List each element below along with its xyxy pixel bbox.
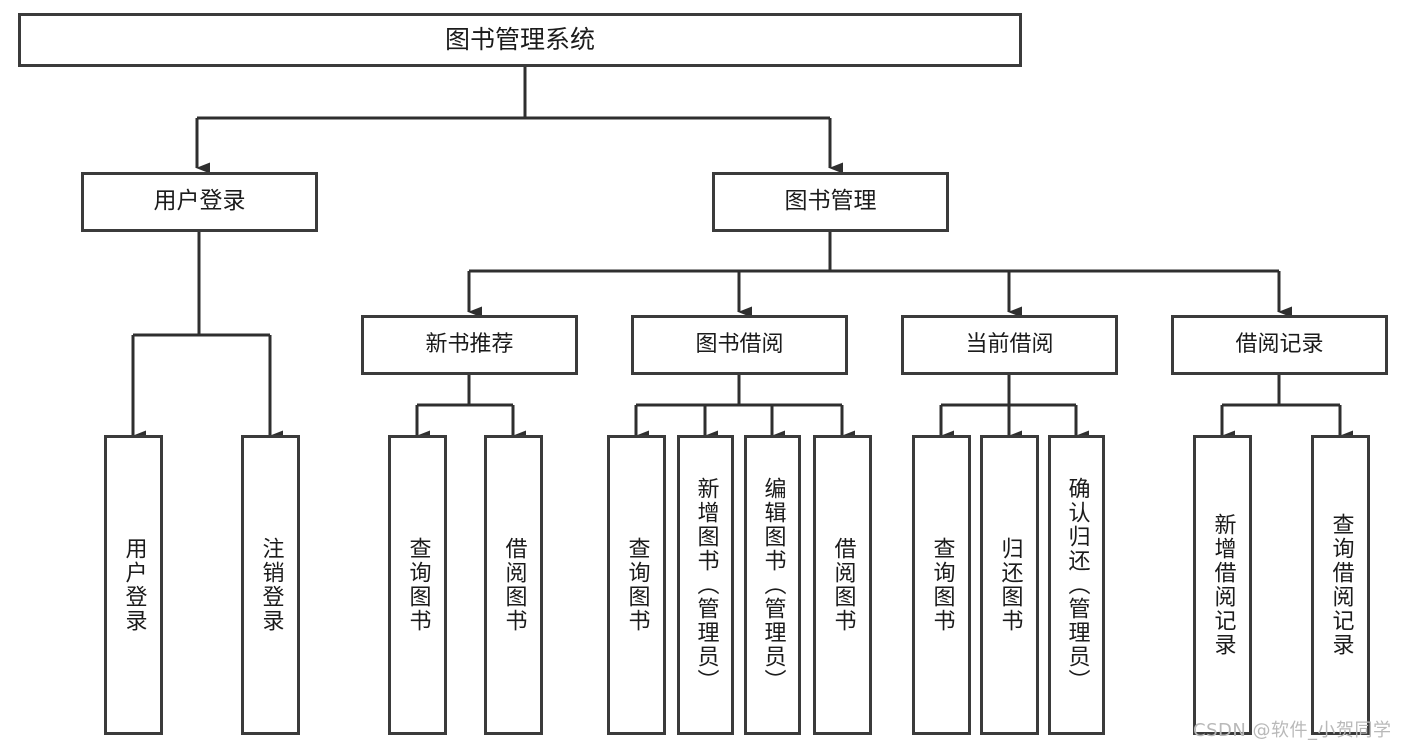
node-leaf-add-record-label: 新增借阅记录 (1210, 513, 1236, 657)
node-leaf-query-book-2-label: 查询图书 (624, 537, 650, 633)
node-leaf-add-record[interactable]: 新增借阅记录 (1193, 435, 1252, 735)
node-leaf-confirm-return-label: 确认归还（管理员） (1064, 477, 1090, 693)
node-leaf-query-book-3[interactable]: 查询图书 (912, 435, 971, 735)
node-leaf-query-record-label: 查询借阅记录 (1328, 513, 1354, 657)
node-root[interactable]: 图书管理系统 (18, 13, 1022, 67)
node-leaf-borrow-book-2[interactable]: 借阅图书 (813, 435, 872, 735)
node-leaf-query-book-1[interactable]: 查询图书 (388, 435, 447, 735)
node-leaf-return-book[interactable]: 归还图书 (980, 435, 1039, 735)
node-leaf-add-book[interactable]: 新增图书（管理员） (677, 435, 734, 735)
node-book-manage-label: 图书管理 (784, 188, 877, 215)
node-book-manage[interactable]: 图书管理 (712, 172, 949, 232)
node-book-borrow[interactable]: 图书借阅 (631, 315, 848, 375)
node-leaf-confirm-return[interactable]: 确认归还（管理员） (1048, 435, 1105, 735)
node-new-book-rec-label: 新书推荐 (425, 332, 514, 358)
node-current-borrow[interactable]: 当前借阅 (901, 315, 1118, 375)
node-leaf-query-book-3-label: 查询图书 (929, 537, 955, 633)
node-leaf-query-book-2[interactable]: 查询图书 (607, 435, 666, 735)
node-borrow-record-label: 借阅记录 (1235, 332, 1324, 358)
node-leaf-user-login[interactable]: 用户登录 (104, 435, 163, 735)
node-leaf-borrow-book-1-label: 借阅图书 (501, 537, 527, 633)
node-leaf-borrow-book-2-label: 借阅图书 (830, 537, 856, 633)
node-book-borrow-label: 图书借阅 (695, 332, 784, 358)
node-leaf-add-book-label: 新增图书（管理员） (693, 477, 719, 693)
node-new-book-rec[interactable]: 新书推荐 (361, 315, 578, 375)
node-leaf-borrow-book-1[interactable]: 借阅图书 (484, 435, 543, 735)
node-leaf-query-book-1-label: 查询图书 (405, 537, 431, 633)
node-user-login-label: 用户登录 (153, 188, 246, 215)
node-leaf-user-login-label: 用户登录 (121, 537, 147, 633)
csdn-watermark: CSDN @软件_小贺同学 (1193, 720, 1392, 741)
node-user-login[interactable]: 用户登录 (81, 172, 318, 232)
node-leaf-return-book-label: 归还图书 (997, 537, 1023, 633)
node-current-borrow-label: 当前借阅 (965, 332, 1054, 358)
node-root-label: 图书管理系统 (444, 25, 595, 55)
node-leaf-query-record[interactable]: 查询借阅记录 (1311, 435, 1370, 735)
node-leaf-edit-book[interactable]: 编辑图书（管理员） (744, 435, 801, 735)
node-leaf-edit-book-label: 编辑图书（管理员） (760, 477, 786, 693)
node-borrow-record[interactable]: 借阅记录 (1171, 315, 1388, 375)
node-leaf-logout[interactable]: 注销登录 (241, 435, 300, 735)
node-leaf-logout-label: 注销登录 (258, 537, 284, 633)
